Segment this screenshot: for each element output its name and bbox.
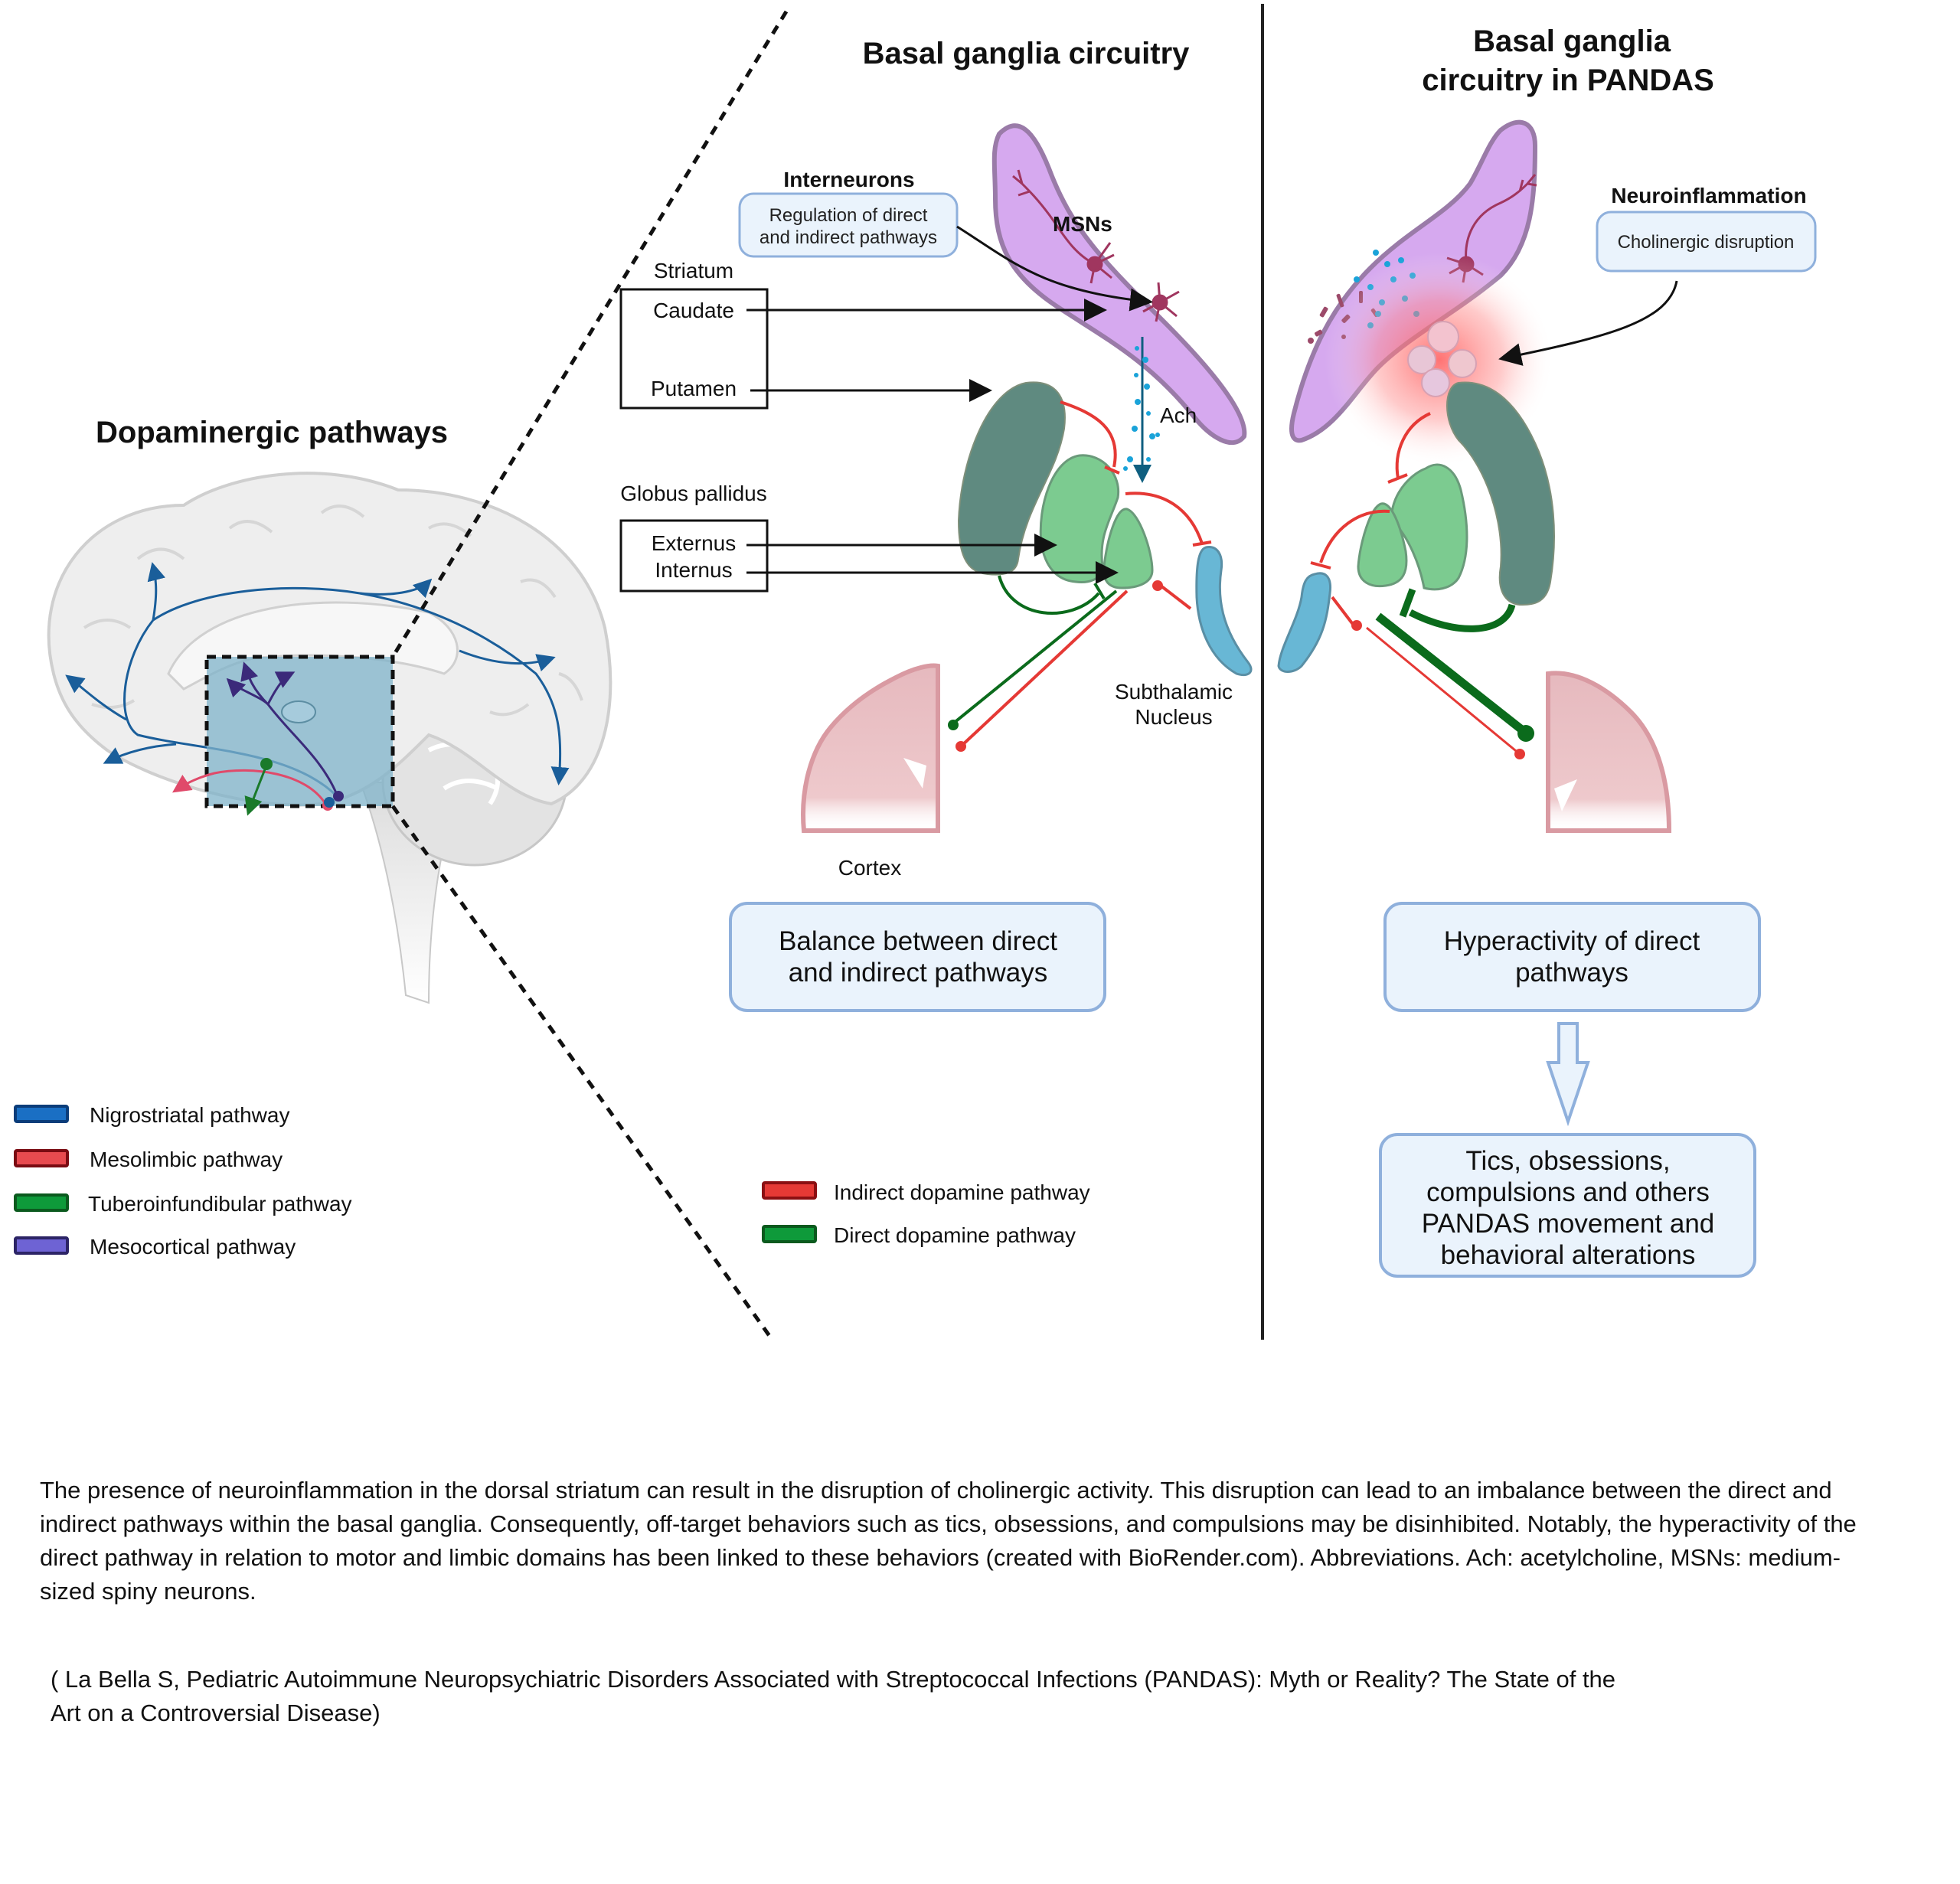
interneurons-heading: Interneurons xyxy=(783,168,914,191)
cortex-label: Cortex xyxy=(838,856,901,880)
pandas-putamen-shape xyxy=(1446,381,1555,606)
legend-label: Tuberoinfundibular pathway xyxy=(88,1192,352,1216)
interneurons-box-line2: and indirect pathways xyxy=(760,227,937,248)
legend-label: Mesolimbic pathway xyxy=(90,1148,283,1171)
msns-label: MSNs xyxy=(1053,212,1112,236)
pandas-direct-pathway xyxy=(1375,588,1534,742)
caudate-label: Caudate xyxy=(653,299,734,322)
legend-item-tuberoinfundibular: Tuberoinfundibular pathway xyxy=(14,1192,352,1216)
gyri xyxy=(83,504,583,717)
pandas-result-box: Tics, obsessions, compulsions and others… xyxy=(1379,1133,1756,1278)
middle-panel-title: Basal ganglia circuitry xyxy=(863,37,1191,70)
legend-label: Indirect dopamine pathway xyxy=(834,1180,1090,1204)
externus-label: Externus xyxy=(652,531,737,555)
internus-label: Internus xyxy=(655,558,732,582)
striatum-msns-shape xyxy=(991,123,1247,446)
legend-item-indirect: Indirect dopamine pathway xyxy=(762,1180,1090,1204)
ach-label: Ach xyxy=(1160,403,1197,427)
legend-swatch xyxy=(14,1105,69,1123)
pandas-cortex-illustration xyxy=(1546,671,1672,833)
globus-pallidus-box xyxy=(619,519,769,593)
middle-outcome-line1: Balance between direct xyxy=(779,926,1057,956)
interneurons-box-line1: Regulation of direct xyxy=(769,205,928,226)
cholinergic-disruption-label: Cholinergic disruption xyxy=(1618,232,1795,253)
left-panel-title: Dopaminergic pathways xyxy=(96,416,448,449)
globus-pallidus-externus-shape xyxy=(1039,454,1120,583)
figure-caption: The presence of neuroinflammation in the… xyxy=(40,1477,1857,1605)
dopamine-pathway-legend: Indirect dopamine pathway Direct dopamin… xyxy=(762,1180,1090,1247)
middle-direct-pathway xyxy=(948,575,1118,730)
basal-ganglia-zoom-box xyxy=(204,655,395,808)
legend-label: Direct dopamine pathway xyxy=(834,1223,1076,1247)
interneurons-box: Regulation of direct and indirect pathwa… xyxy=(738,192,959,258)
dopaminergic-legend: Nigrostriatal pathway Mesolimbic pathway… xyxy=(14,1103,352,1259)
pandas-indirect-pathway xyxy=(1310,412,1525,759)
legend-item-mesocortical: Mesocortical pathway xyxy=(14,1235,296,1259)
middle-outcome-box: Balance between direct and indirect path… xyxy=(729,902,1106,1012)
subthalamic-nucleus-shape xyxy=(1195,546,1253,677)
legend-item-mesolimbic: Mesolimbic pathway xyxy=(14,1148,283,1171)
figure: Dopaminergic pathways xyxy=(14,4,1817,1340)
down-arrow-icon xyxy=(1546,1022,1590,1127)
nigrostriatal-pathway xyxy=(65,562,570,798)
legend-swatch xyxy=(14,1149,69,1167)
globus-pallidus-heading: Globus pallidus xyxy=(620,482,766,505)
immune-cells xyxy=(1407,321,1477,397)
zoom-connector-bottom xyxy=(390,805,772,1337)
neuroinflammation-heading: Neuroinflammation xyxy=(1611,184,1806,207)
result-line4: behavioral alterations xyxy=(1441,1240,1696,1270)
interneurons-arrow xyxy=(956,225,1153,312)
mesocortical-pathway xyxy=(226,661,344,802)
legend-swatch xyxy=(14,1236,69,1255)
thalamus-shape xyxy=(281,700,316,723)
figure-citation: ( La Bella S, Pediatric Autoimmune Neuro… xyxy=(51,1666,1616,1726)
legend-item-nigrostriatal: Nigrostriatal pathway xyxy=(14,1103,289,1127)
pandas-outcome-box: Hyperactivity of direct pathways xyxy=(1383,902,1761,1012)
cortex-illustration xyxy=(801,663,940,833)
striatum-heading: Striatum xyxy=(654,259,733,282)
tuberoinfundibular-pathway xyxy=(244,758,273,816)
brain-sagittal-illustration xyxy=(47,472,612,1004)
pandas-outcome-line1: Hyperactivity of direct xyxy=(1444,926,1700,956)
result-line1: Tics, obsessions, xyxy=(1465,1146,1670,1176)
middle-outcome-line2: and indirect pathways xyxy=(789,958,1048,988)
legend-label: Nigrostriatal pathway xyxy=(90,1103,289,1127)
cholinergic-disruption-box: Cholinergic disruption xyxy=(1596,211,1817,273)
globus-pallidus-internus-shape xyxy=(1102,508,1154,589)
striatum-box xyxy=(619,288,769,410)
pandas-subthalamic-nucleus-shape xyxy=(1277,572,1332,673)
legend-label: Mesocortical pathway xyxy=(90,1235,296,1259)
acetylcholine-release xyxy=(1123,337,1160,483)
legend-item-direct: Direct dopamine pathway xyxy=(762,1223,1076,1247)
right-panel-title-line2: circuitry in PANDAS xyxy=(1422,64,1714,97)
cortex-ventricle xyxy=(903,758,926,789)
legend-swatch xyxy=(14,1193,69,1212)
result-line3: PANDAS movement and xyxy=(1422,1209,1715,1239)
msn-neurons xyxy=(1012,169,1180,322)
legend-swatch xyxy=(762,1225,817,1243)
pandas-globus-pallidus-internus-shape xyxy=(1357,502,1408,588)
legend-swatch xyxy=(762,1181,817,1200)
subthalamic-label-line2: Nucleus xyxy=(1135,705,1212,729)
pandas-outcome-line2: pathways xyxy=(1515,958,1628,988)
result-line2: compulsions and others xyxy=(1426,1177,1710,1207)
middle-indirect-pathway xyxy=(956,400,1212,752)
right-panel-title-line1: Basal ganglia xyxy=(1473,24,1671,58)
pandas-cortex-ventricle xyxy=(1554,779,1577,811)
neuroinflammation-arrow xyxy=(1498,280,1678,366)
zoom-connector-top xyxy=(390,10,789,658)
vta-node xyxy=(324,797,335,808)
putamen-label: Putamen xyxy=(651,377,737,400)
subthalamic-label-line1: Subthalamic xyxy=(1115,680,1233,704)
